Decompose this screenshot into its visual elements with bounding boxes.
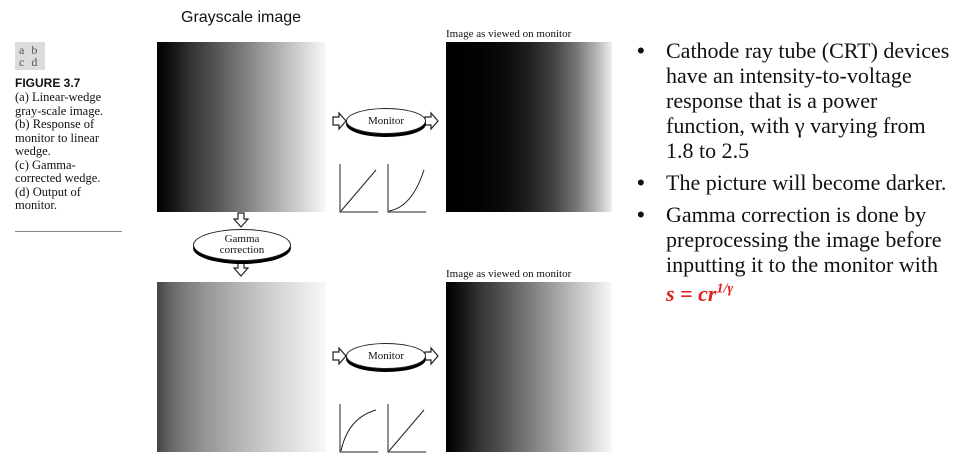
figure-grid-label: a b c d (15, 42, 45, 70)
monitor-label: Monitor (367, 349, 405, 362)
bullet-text: Cathode ray tube (CRT) devices have an i… (666, 38, 950, 163)
gamma-label-line-1: Gamma (224, 233, 260, 245)
gamma-label-line-2: correction (219, 244, 265, 256)
bullet-text: The picture will become darker. (666, 170, 947, 195)
monitor-label: Monitor (367, 114, 405, 127)
arrow-right-icon (332, 346, 347, 366)
arrow-down-icon (232, 261, 250, 277)
bullet-icon: • (637, 170, 645, 195)
bullet-item: • Gamma correction is done by preprocess… (631, 202, 951, 306)
grid-label-row-1: a b (19, 43, 40, 57)
caption-line: (a) Linear-wedge (15, 90, 102, 104)
arrow-right-icon (424, 111, 439, 131)
caption-line: (c) Gamma- (15, 157, 76, 172)
caption-line: gray-scale image. (15, 103, 104, 118)
bullet-item: • Cathode ray tube (CRT) devices have an… (631, 38, 951, 163)
caption-line: monitor to linear (15, 130, 100, 145)
figure-caption: (a) Linear-wedge gray-scale image. (b) R… (15, 90, 135, 213)
bullet-list: • Cathode ray tube (CRT) devices have an… (631, 38, 951, 313)
monitor-output-dark-image (446, 42, 612, 212)
monitor-output-corrected-image (446, 282, 612, 452)
caption-line: monitor. (15, 198, 58, 212)
linear-response-plot (339, 164, 378, 213)
formula-exponent: 1/γ (716, 282, 734, 297)
caption-line: (d) Output of (15, 184, 81, 199)
panel-d-caption: Image as viewed on monitor (446, 268, 572, 280)
grayscale-header: Grayscale image (181, 9, 302, 26)
panel-b-caption: Image as viewed on monitor (446, 28, 572, 40)
figure-title: FIGURE 3.7 (15, 76, 81, 90)
gamma-correction-oval: Gamma correction (193, 229, 291, 261)
caption-divider (15, 231, 122, 232)
arrow-right-icon (332, 111, 347, 131)
arrow-down-icon (232, 212, 250, 228)
bullet-text: Gamma correction is done by preprocessin… (666, 202, 942, 277)
grid-label-row-2: c d (19, 55, 40, 69)
arrow-right-icon (424, 346, 439, 366)
gamma-correction-curve-plot (339, 404, 378, 453)
linear-wedge-image (157, 42, 326, 212)
gamma-corrected-wedge-image (157, 282, 326, 452)
gamma-formula: s = cr1/γ (666, 281, 733, 306)
bullet-item: • The picture will become darker. (631, 170, 951, 195)
gamma-response-plot (387, 164, 426, 213)
monitor-oval-top: Monitor (346, 108, 426, 134)
caption-line: wedge. (15, 144, 51, 158)
bullet-icon: • (637, 202, 645, 227)
linear-output-plot (387, 404, 426, 453)
caption-line: (b) Response of (15, 117, 95, 131)
formula-main: s = cr (666, 281, 717, 307)
bullet-icon: • (637, 38, 645, 63)
caption-line: corrected wedge. (15, 171, 101, 185)
monitor-oval-bottom: Monitor (346, 343, 426, 369)
